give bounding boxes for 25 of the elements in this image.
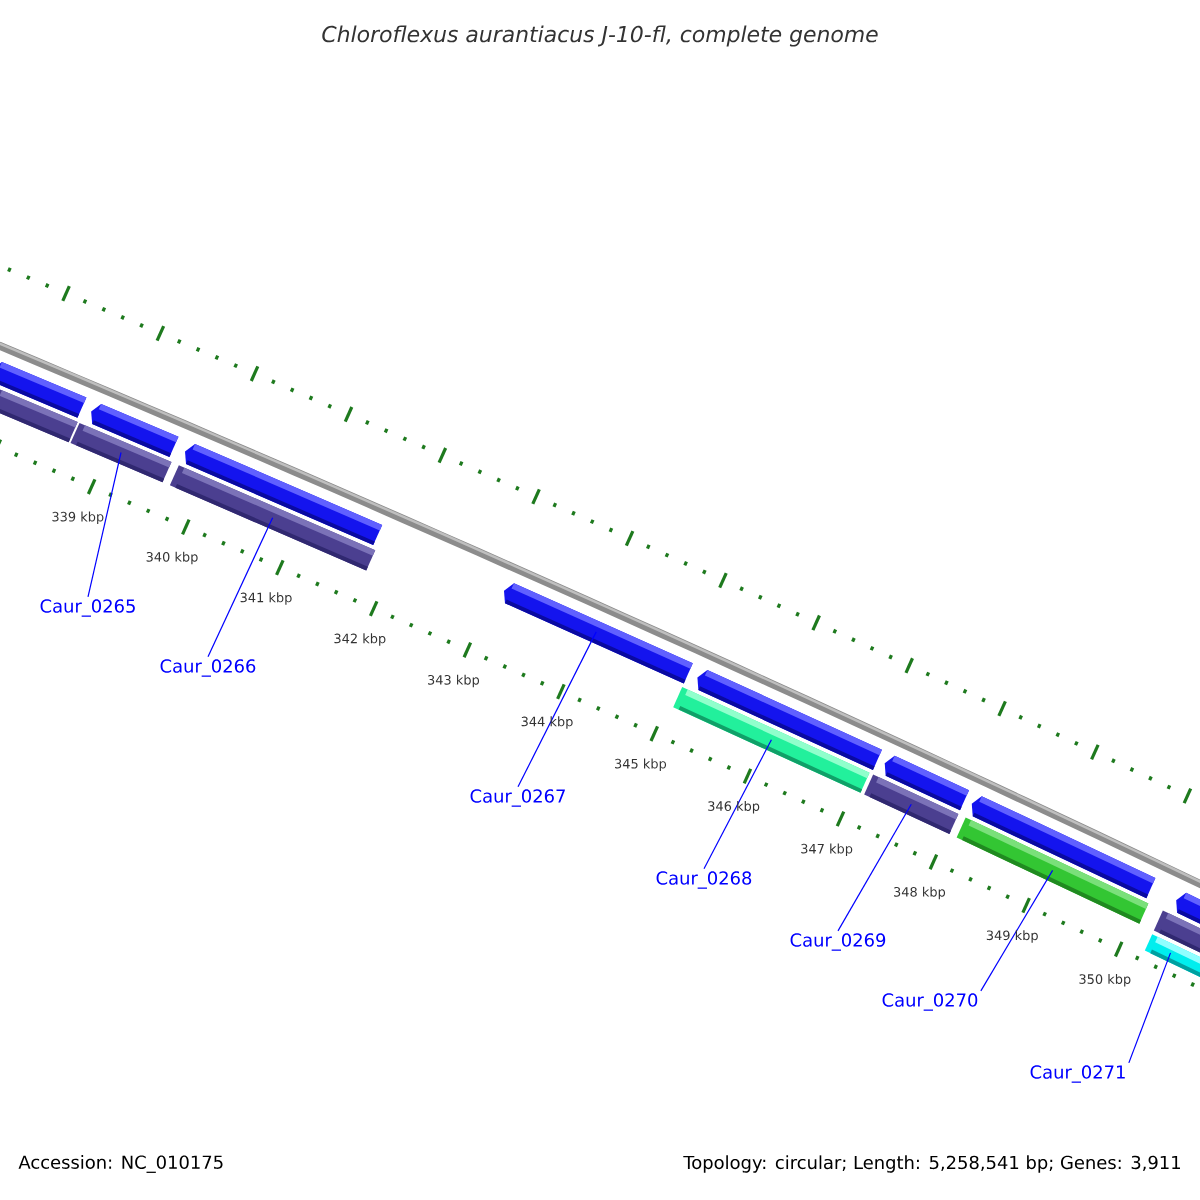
- gene-label: Caur_0266: [160, 659, 256, 677]
- leader-line: [837, 803, 912, 932]
- gene-label: Caur_0270: [882, 993, 978, 1011]
- leader-line: [207, 517, 274, 658]
- footer-text: Topology: circular; Length: 5,258,541 bp; Genes: 3,911: [683, 1155, 1180, 1173]
- gene-label: Caur_0268: [656, 871, 752, 889]
- gene-bar: [697, 669, 882, 770]
- leader-line: [703, 739, 772, 870]
- gene-bar: [91, 403, 179, 457]
- gene-bar: [504, 583, 693, 684]
- gene-label: Caur_0269: [790, 933, 886, 951]
- leader-line: [980, 869, 1054, 992]
- gene-bar: [0, 387, 78, 443]
- gene-label: Caur_0265: [40, 599, 135, 617]
- title: Chloroflexus aurantiacus J-10-fl, complete genome: [322, 25, 878, 47]
- gene-bar: [1176, 892, 1200, 926]
- gene-label: Caur_0267: [470, 789, 565, 807]
- gene-label: Caur_0271: [1030, 1065, 1125, 1083]
- leader-line: [87, 451, 122, 598]
- leader-line: [517, 631, 597, 788]
- gene-bar: [884, 755, 969, 811]
- gene-bar: [956, 817, 1149, 924]
- gene-bar: [169, 465, 376, 571]
- footer-text: Accession: NC_010175: [18, 1155, 223, 1173]
- gene-bar: [1144, 934, 1200, 979]
